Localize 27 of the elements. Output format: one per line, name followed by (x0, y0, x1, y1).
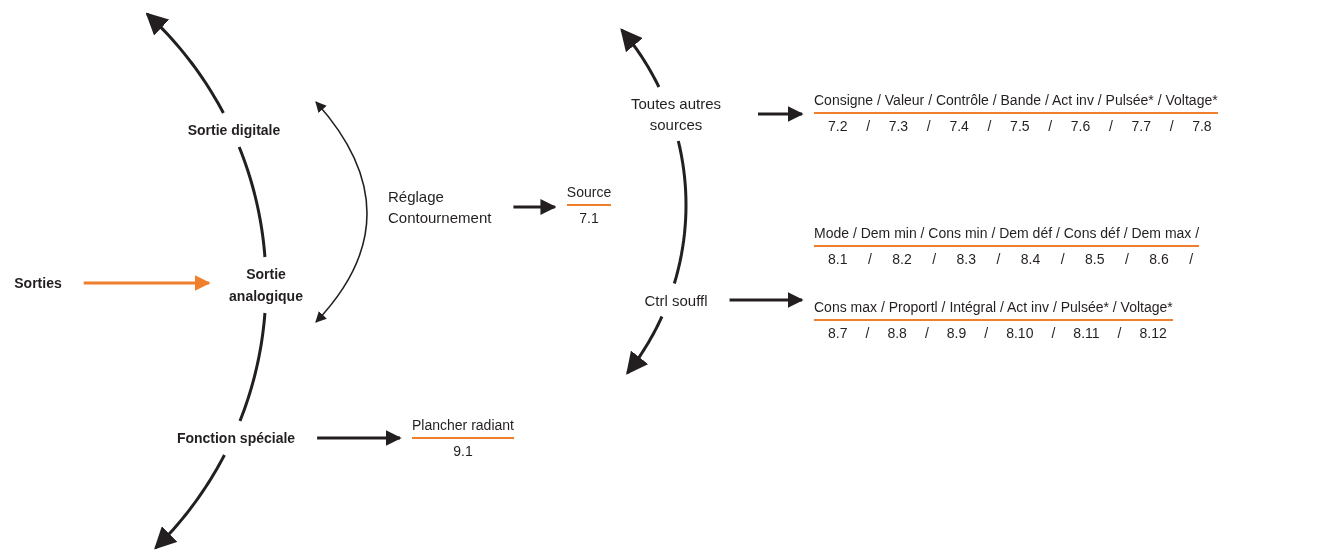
option-label: Ctrl souffl (644, 290, 708, 311)
parameter-number: 8.1 / 8.2 / 8.3 / 8.4 / 8.5 / 8.6 / (827, 250, 1195, 269)
arrow (620, 28, 661, 88)
parameter-heading: Cons max / Proportl / Intégral / Act inv / Pulsée* / Voltage* (814, 297, 1173, 321)
parameter-heading: Mode / Dem min / Cons min / Dem déf / Cons déf / Dem max / (814, 223, 1200, 247)
menu-label: Sorties (14, 274, 62, 293)
option-label: Contournement (388, 208, 492, 228)
arrow (729, 292, 804, 308)
option-label: Toutes autres sources (629, 94, 723, 135)
option-label: Réglage (388, 187, 445, 207)
arrow (317, 430, 402, 446)
arrow (154, 454, 226, 550)
parameter-heading: Plancher radiant (412, 415, 514, 439)
arrow (145, 12, 225, 114)
parameter-heading: Source (566, 182, 612, 206)
arrow (626, 315, 664, 375)
parameter-number: 9.1 (452, 442, 474, 461)
menu-label: Fonction spéciale (176, 429, 296, 448)
menu-label: Sortie analogique (228, 265, 304, 306)
parameter-number: 7.1 (578, 209, 600, 228)
parameter-heading: Consigne / Valeur / Contrôle / Bande / Act inv / Pulsée* / Voltage* (814, 90, 1218, 114)
menu-label: Sortie digitale (187, 121, 281, 140)
parameter-number: 7.2 / 7.3 / 7.4 / 7.5 / 7.6 / 7.7 / 7.8 (827, 117, 1213, 136)
arrow (83, 275, 211, 291)
arrow (758, 106, 804, 122)
arrow (513, 199, 557, 215)
parameter-number: 8.7 / 8.8 / 8.9 / 8.10 / 8.11 / 8.12 (827, 324, 1168, 343)
